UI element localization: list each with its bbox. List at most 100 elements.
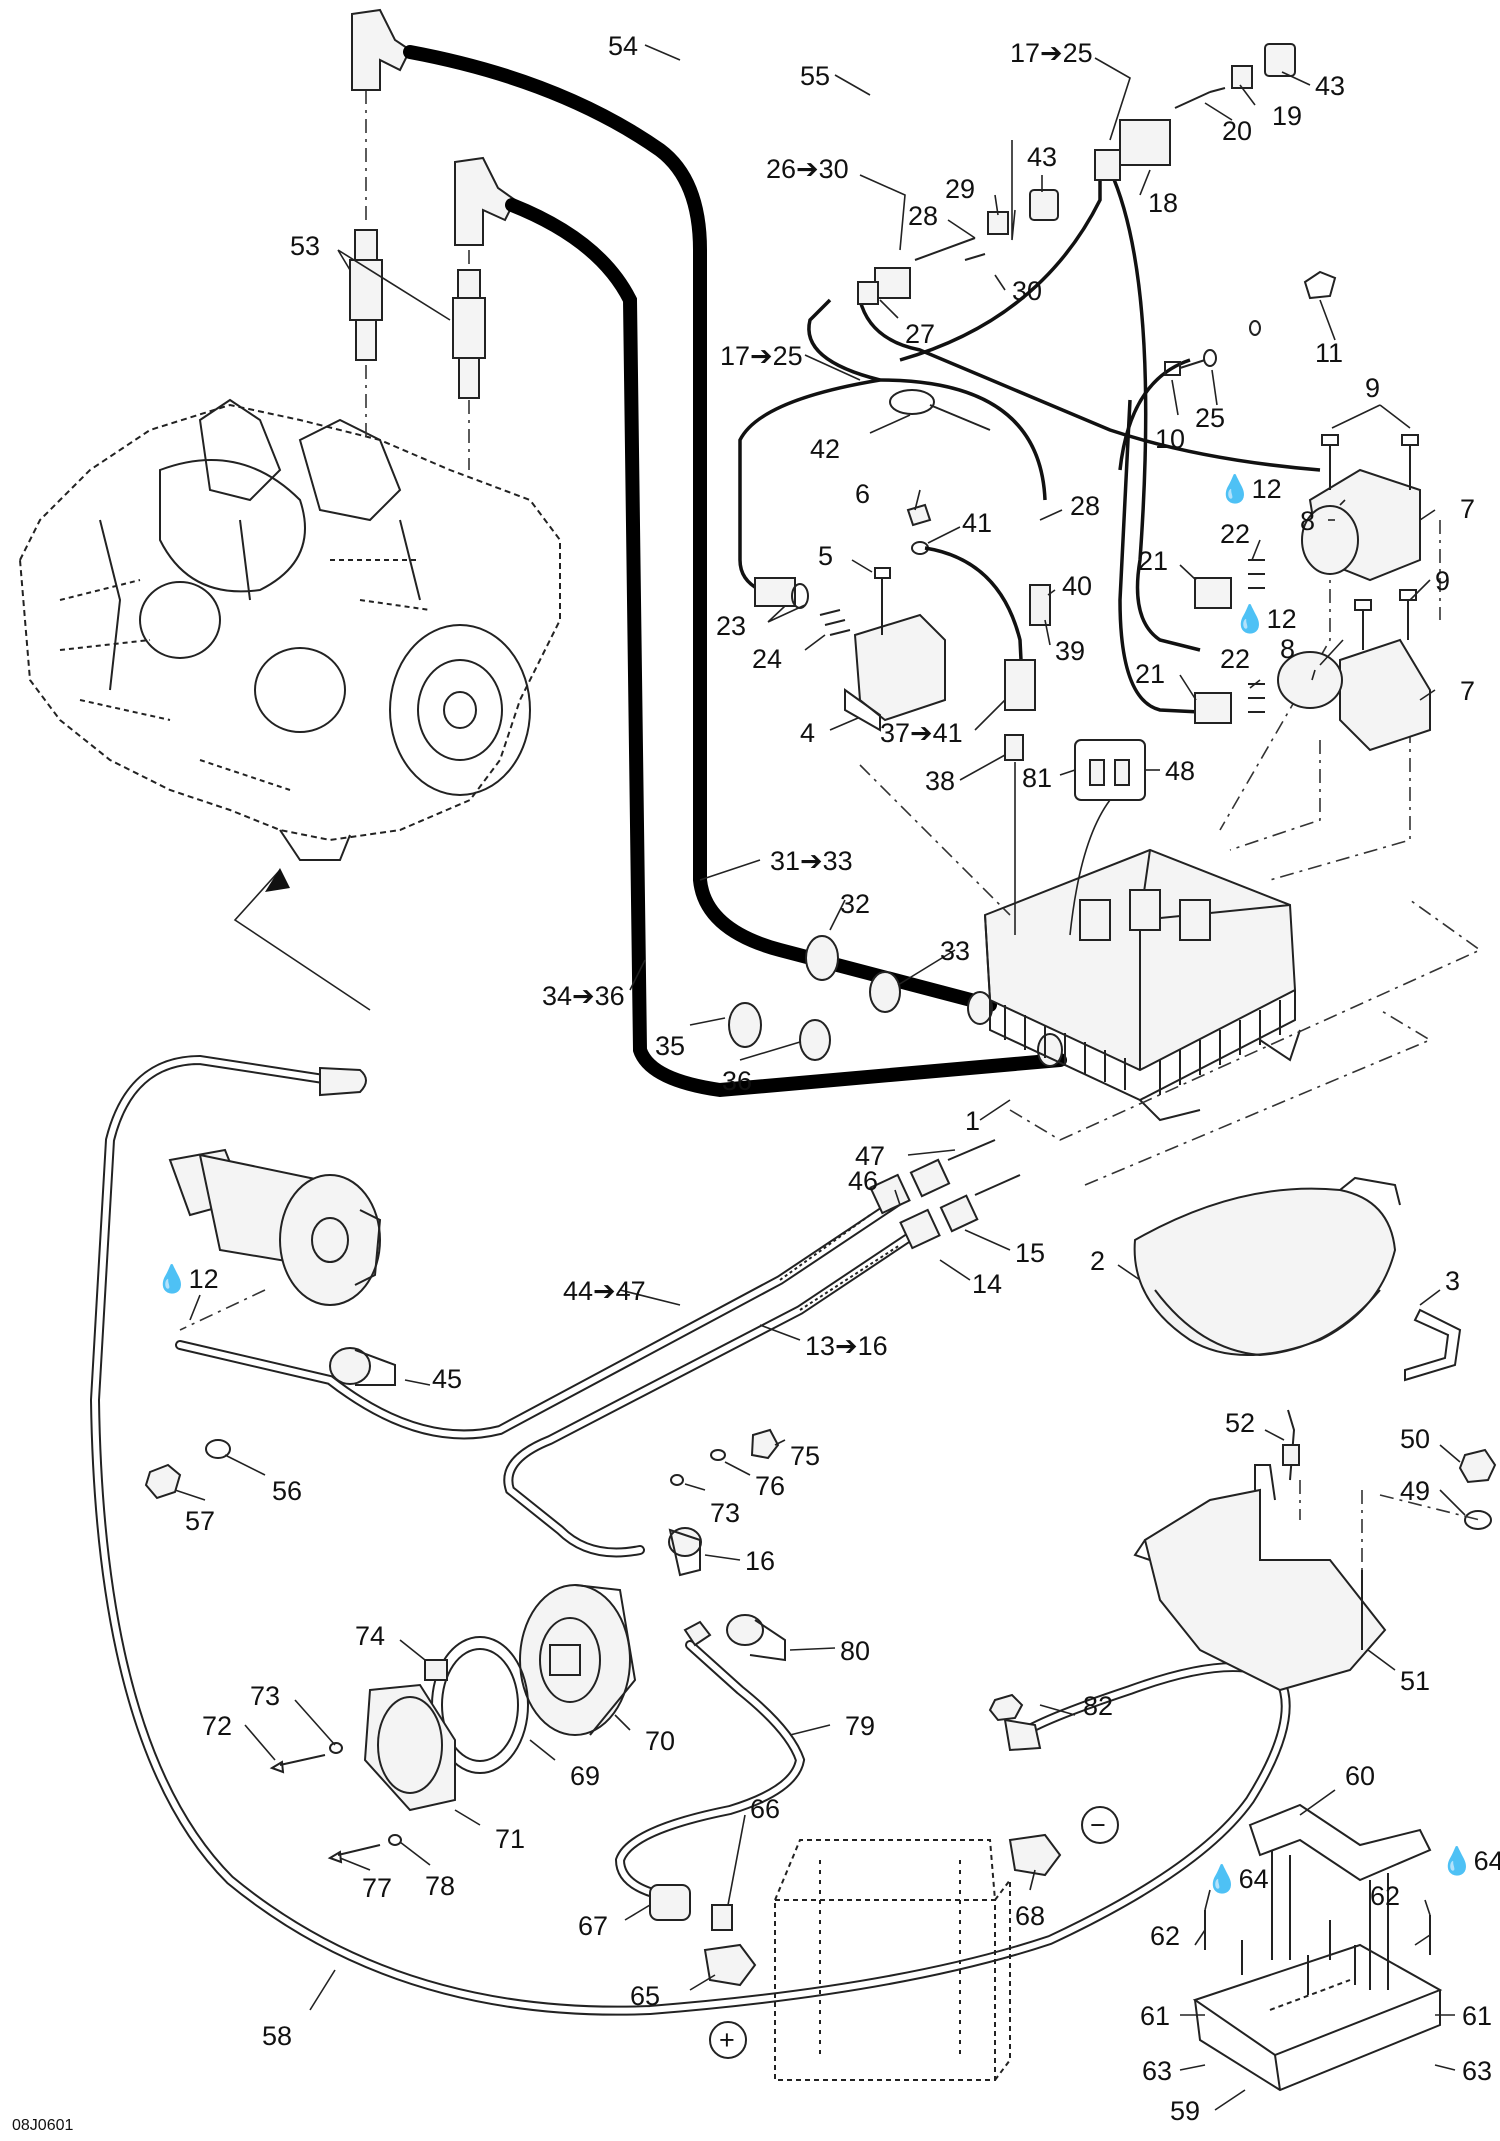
callout-4: 4: [800, 718, 815, 748]
ht-cable-outer: [403, 45, 997, 1012]
battery-bracket-60: [1248, 1803, 1432, 1990]
callout-62-right: 62: [1370, 1881, 1400, 1911]
callout-68: 68: [1015, 1901, 1045, 1931]
callout-17-25-top: 17➔25: [1010, 38, 1093, 68]
callout-23: 23: [716, 611, 746, 641]
callout-40: 40: [1062, 571, 1092, 601]
callout-67: 67: [578, 1911, 608, 1941]
callout-22-lower: 22: [1220, 644, 1250, 674]
callout-3: 3: [1445, 1266, 1460, 1296]
callout-52: 52: [1225, 1408, 1255, 1438]
terminal-28-and-30: [914, 237, 986, 261]
figure-code: 08J0601: [12, 2117, 73, 2134]
bolt-5: [874, 567, 891, 635]
callout-14: 14: [972, 1269, 1002, 1299]
callout-82: 82: [1083, 1691, 1113, 1721]
callout-61-right: 61: [1462, 2001, 1492, 2031]
callout-69: 69: [570, 1761, 600, 1791]
callout-30: 30: [1012, 276, 1042, 306]
tie-wrap-42: [889, 389, 991, 431]
wiring-harness: [738, 169, 1321, 714]
clip-11: [1303, 270, 1337, 300]
callout-50: 50: [1400, 1424, 1430, 1454]
callout-79: 79: [845, 1711, 875, 1741]
bolt-10-washer-25: [1164, 320, 1261, 376]
battery-plus-symbol: +: [719, 2025, 735, 2055]
callout-53: 53: [290, 231, 320, 261]
callout-64-left: 💧64: [1205, 1863, 1269, 1894]
callout-18: 18: [1148, 188, 1178, 218]
seal-43-top: [1264, 43, 1296, 77]
terminals-22: [1248, 559, 1265, 713]
relay-4: [844, 613, 946, 732]
seal-19: [1231, 65, 1253, 89]
callout-47: 47: [855, 1141, 885, 1171]
starter-solenoid-70: [519, 1584, 637, 1736]
connectors-21: [1194, 577, 1232, 724]
starter-motor: [168, 1148, 382, 1306]
callout-labels: 54 55 17➔25 43 19 20 18 43 26➔30 29 28 3…: [155, 31, 1500, 2126]
callout-45: 45: [432, 1364, 462, 1394]
callout-70: 70: [645, 1726, 675, 1756]
wire-41: [924, 546, 1024, 681]
callout-12-coil-upper: 💧12: [1218, 473, 1282, 504]
callout-12-coil-lower: 💧12: [1233, 603, 1297, 634]
callout-73-upper: 73: [710, 1498, 740, 1528]
callout-80: 80: [840, 1636, 870, 1666]
callout-44-47: 44➔47: [563, 1276, 646, 1306]
callout-71: 71: [495, 1824, 525, 1854]
callout-2: 2: [1090, 1246, 1105, 1276]
callout-1: 1: [965, 1106, 980, 1136]
callout-25: 25: [1195, 403, 1225, 433]
battery-tray-59: [1192, 1943, 1443, 2092]
callout-19: 19: [1272, 101, 1302, 131]
screws-72-77: [269, 1742, 402, 1864]
ignition-box-cover-2: [1133, 1176, 1401, 1357]
callout-21-upper: 21: [1138, 546, 1168, 576]
callout-46: 46: [848, 1166, 878, 1196]
nut-82: [988, 1693, 1024, 1722]
cable-44-47: [175, 1139, 996, 1440]
callout-26-30: 26➔30: [766, 154, 849, 184]
callout-63-right: 63: [1462, 2056, 1492, 2086]
callout-11: 11: [1315, 338, 1343, 368]
callout-78: 78: [425, 1871, 455, 1901]
callout-43-middle: 43: [1027, 142, 1057, 172]
callout-74: 74: [355, 1621, 385, 1651]
callout-22-upper: 22: [1220, 519, 1250, 549]
callout-54: 54: [608, 31, 638, 61]
callout-6: 6: [855, 479, 870, 509]
nut-50-washer-49: [1379, 1448, 1497, 1530]
callout-63-left: 63: [1142, 2056, 1172, 2086]
callout-8-lower: 8: [1280, 634, 1295, 664]
callout-28-top: 28: [908, 201, 938, 231]
fuse-holder-38: [1004, 734, 1024, 761]
battery: [774, 1839, 1011, 2081]
callout-7-upper: 7: [1460, 494, 1475, 524]
callout-77: 77: [362, 1873, 392, 1903]
seal-43-middle: [1029, 189, 1059, 221]
connector-terminal-20: [1174, 87, 1226, 109]
callout-66: 66: [750, 1794, 780, 1824]
connector-23: [754, 577, 809, 609]
callout-35: 35: [655, 1031, 685, 1061]
ht-cable-inner: [505, 198, 1067, 1098]
callout-31-33: 31➔33: [770, 846, 853, 876]
callout-34-36: 34➔36: [542, 981, 625, 1011]
callout-61-left: 61: [1140, 2001, 1170, 2031]
callout-42: 42: [810, 434, 840, 464]
callout-36: 36: [722, 1066, 752, 1096]
boot-16: [668, 1527, 702, 1577]
callout-24: 24: [752, 644, 782, 674]
spacer-74: [424, 1659, 448, 1681]
callout-38: 38: [925, 766, 955, 796]
callout-58: 58: [262, 2021, 292, 2051]
boot-45: [329, 1347, 396, 1386]
hardware-56-57: [144, 1439, 231, 1500]
callout-64-right: 💧64: [1440, 1845, 1500, 1876]
callout-5: 5: [818, 541, 833, 571]
callout-17-25-middle: 17➔25: [720, 341, 803, 371]
cable-grommets: [728, 935, 1063, 1067]
fuses-81-48: [1074, 739, 1146, 801]
